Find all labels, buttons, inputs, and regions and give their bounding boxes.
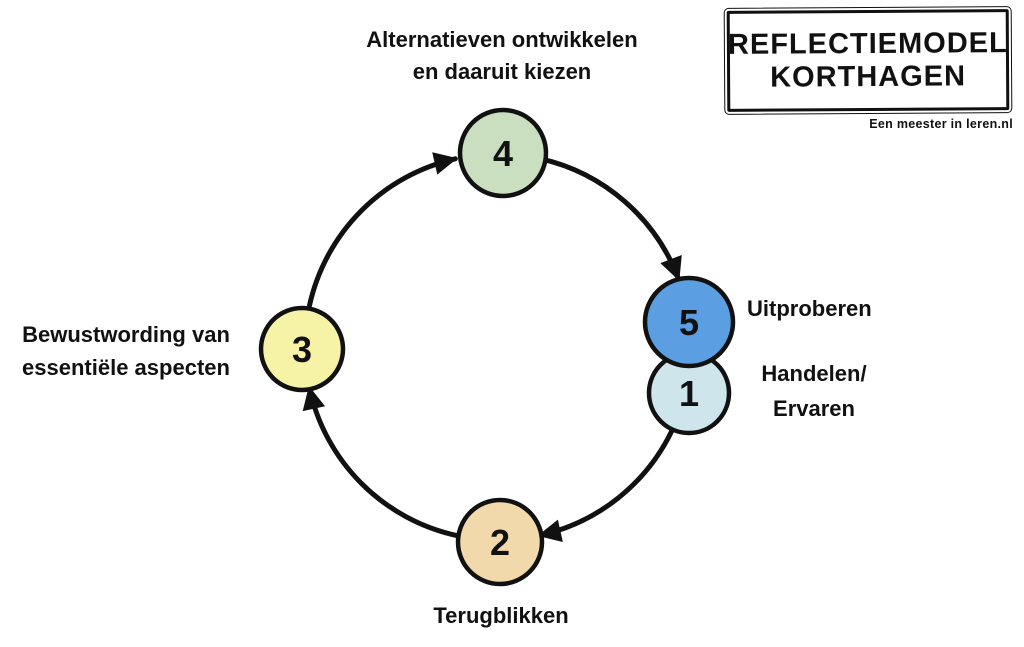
step-label-2: Terugblikken: [433, 603, 569, 628]
attribution-tagline: Een meester in leren.nl: [869, 117, 1013, 131]
arrow-arc-4-to-5: [538, 156, 682, 282]
step-number-3: 3: [292, 329, 312, 370]
arrow-arc-3-to-4: [306, 152, 458, 309]
step-label-5: Uitproberen: [747, 296, 872, 321]
step-circle-4: [457, 107, 549, 199]
arrow-arc-2-to-3: [302, 385, 459, 538]
step-circle-5: [642, 275, 736, 369]
step-label-1: Handelen/ Ervaren: [761, 361, 867, 422]
step-number-5: 5: [679, 302, 699, 343]
title-box: REFLECTIEMODEL KORTHAGEN: [723, 5, 1013, 116]
step-label-4: Alternatieven ontwikkelen en daaruit kie…: [366, 27, 638, 84]
title-line-2: KORTHAGEN: [770, 60, 967, 94]
step-number-1: 1: [679, 373, 699, 414]
step-circle-3: [258, 305, 346, 393]
step-number-2: 2: [490, 522, 510, 563]
arrow-arc-1-to-2: [537, 427, 675, 542]
step-label-3: Bewustwording van essentiële aspecten: [22, 322, 230, 380]
step-circle-2: [455, 497, 545, 587]
title-line-1: REFLECTIEMODEL: [727, 26, 1008, 61]
step-number-4: 4: [493, 133, 513, 174]
